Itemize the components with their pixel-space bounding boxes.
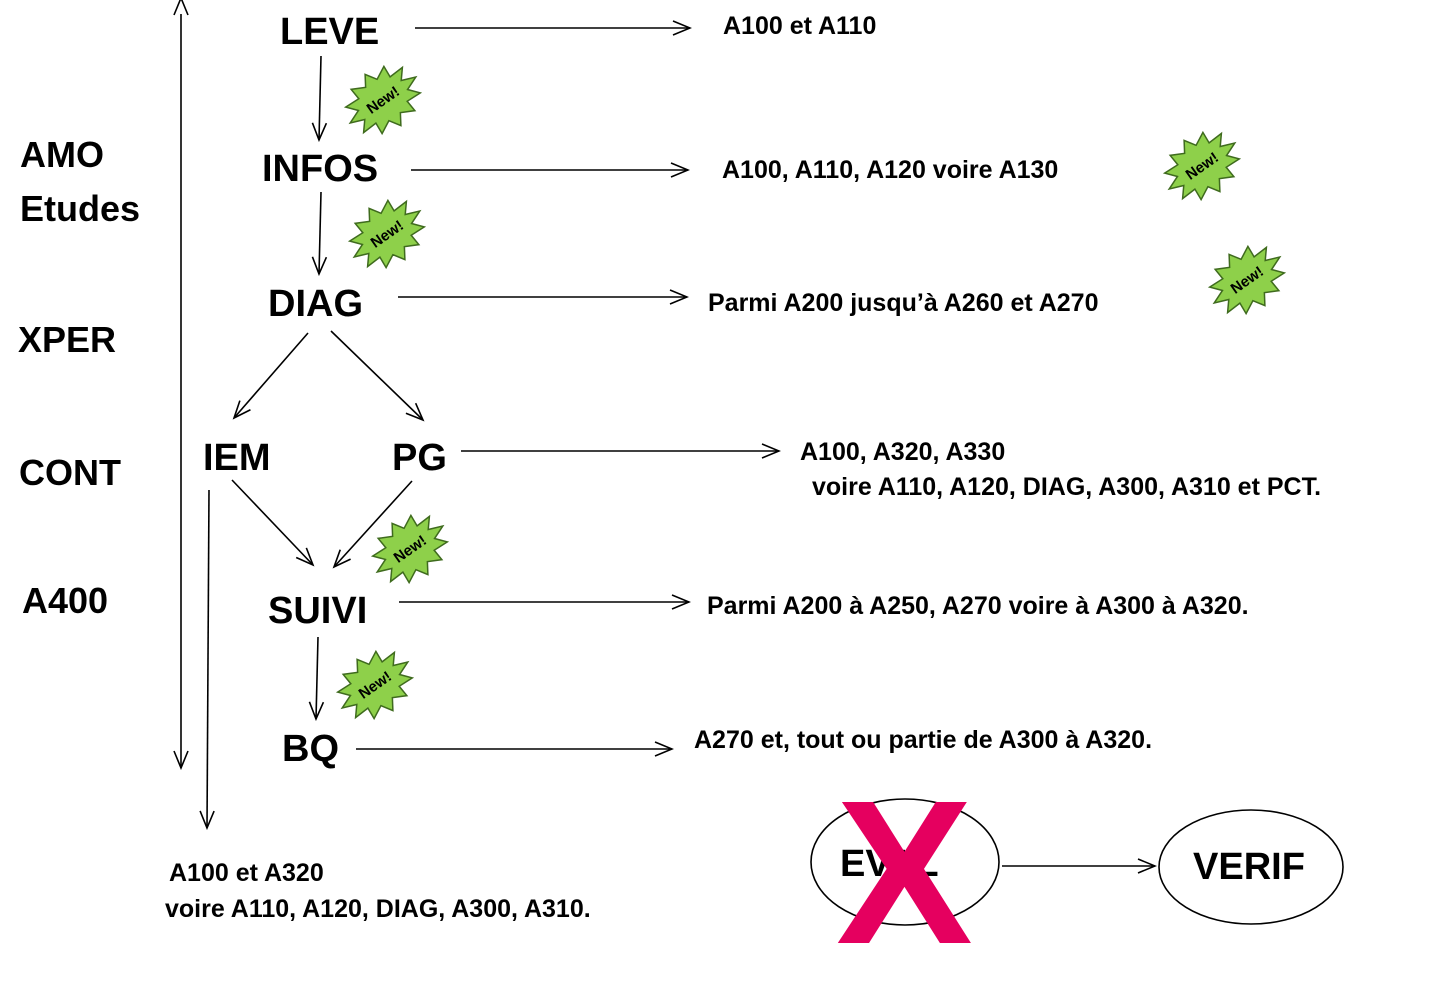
node-iem: IEM (203, 437, 271, 479)
node-infos: INFOS (262, 148, 379, 190)
output-iem-line1: A100 et A320 (169, 859, 324, 887)
new-badge-5: New! (370, 513, 450, 585)
new-badge-2: New! (347, 198, 427, 270)
arrow-leve-infos (319, 55, 321, 140)
arrow-iem-suivi (231, 479, 313, 565)
output-suivi: Parmi A200 à A250, A270 voire à A300 à A… (707, 592, 1249, 620)
new-badge-6: New! (335, 649, 415, 721)
new-badge-3: New! (1162, 130, 1242, 202)
arrow-suivi-bq (316, 636, 318, 719)
node-pg: PG (392, 437, 447, 479)
node-eval: EVAL (840, 843, 939, 885)
node-diag: DIAG (268, 283, 363, 325)
output-diag: Parmi A200 jusqu’à A260 et A270 (708, 289, 1099, 317)
output-pg-line1: A100, A320, A330 (800, 438, 1006, 466)
eval-ellipse (810, 798, 1000, 926)
new-badge-4: New! (1207, 244, 1287, 316)
node-bq: BQ (282, 728, 339, 770)
output-infos: A100, A110, A120 voire A130 (722, 156, 1059, 184)
output-pg-line2: voire A110, A120, DIAG, A300, A310 et PC… (812, 473, 1322, 501)
arrow-diag-pg (330, 330, 423, 420)
side-label-cont: CONT (19, 452, 121, 493)
output-bq: A270 et, tout ou partie de A300 à A320. (694, 726, 1153, 754)
arrow-pg-suivi (334, 480, 413, 567)
cross-mark-icon: X (836, 758, 973, 987)
node-leve: LEVE (280, 11, 380, 53)
diagram-connectors: New! New! New! New! New! New! (0, 0, 1344, 926)
node-suivi: SUIVI (268, 590, 368, 632)
side-label-etudes: Etudes (20, 188, 141, 229)
side-label-xper: XPER (18, 319, 117, 360)
output-iem-line2: voire A110, A120, DIAG, A300, A310. (165, 895, 591, 923)
new-badge-1: New! (343, 64, 423, 136)
arrow-diag-iem (234, 332, 309, 418)
side-label-amo: AMO (20, 134, 104, 175)
side-label-a400: A400 (22, 580, 109, 621)
verif-ellipse (1158, 809, 1344, 925)
output-leve: A100 et A110 (723, 12, 877, 40)
arrow-iem-down (207, 489, 209, 828)
arrow-infos-diag (319, 191, 321, 274)
node-verif: VERIF (1193, 846, 1305, 888)
